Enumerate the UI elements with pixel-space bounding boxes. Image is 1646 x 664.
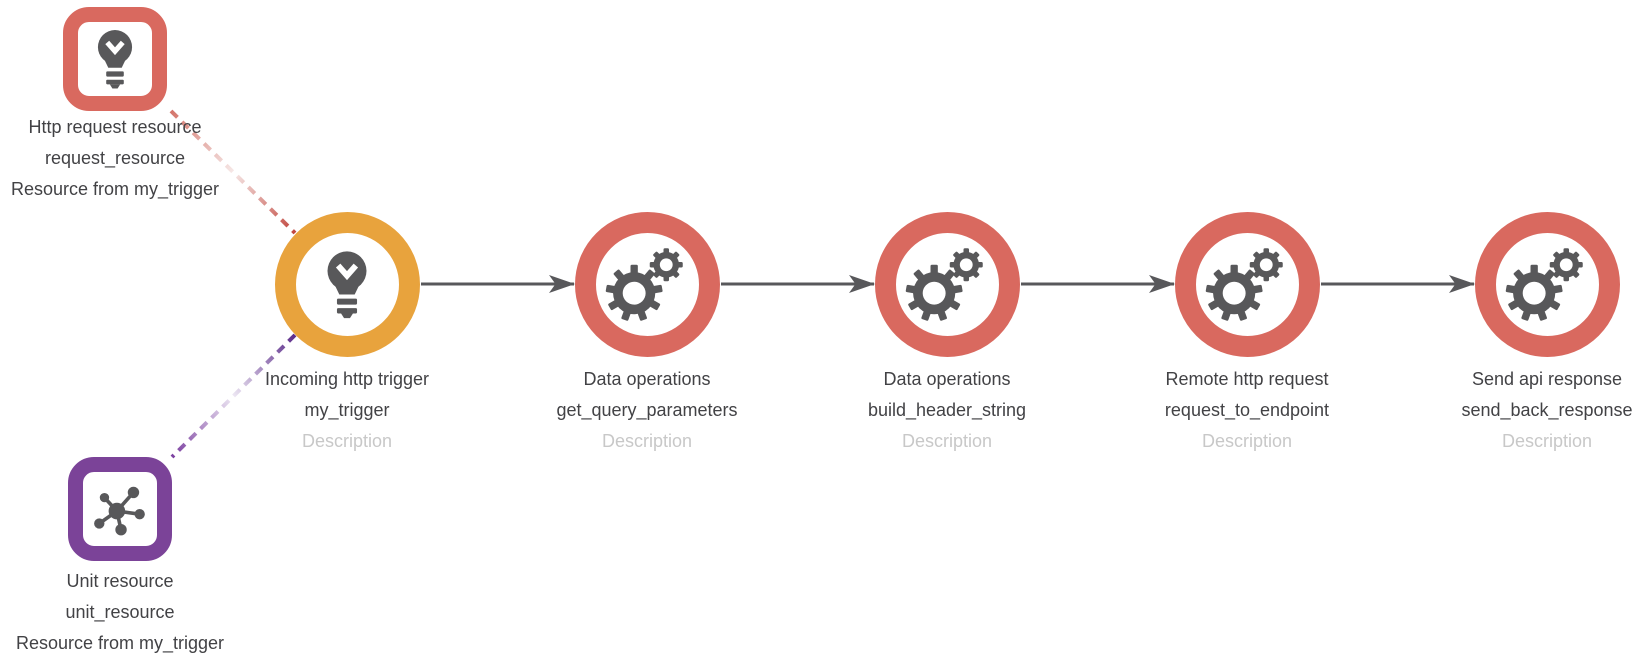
node-get-query-parameters[interactable] [574,211,720,357]
resource-subtitle: Resource from my_trigger [15,633,225,653]
node-name: get_query_parameters [556,400,738,420]
network-icon [94,486,145,536]
lightbulb-icon [97,30,133,89]
node-description: Description [1501,431,1593,451]
node-get-query-parameters-labels: Data operations get_query_parameters Des… [507,364,787,457]
node-title: Remote http request [1165,369,1329,389]
resource-http-request-labels: Http request resource request_resource R… [0,112,255,205]
resource-title: Unit resource [66,571,174,591]
node-name: my_trigger [304,400,390,420]
resource-unit[interactable] [68,457,172,561]
node-description: Description [1201,431,1293,451]
node-name: request_to_endpoint [1164,400,1330,420]
node-request-to-endpoint-labels: Remote http request request_to_endpoint … [1107,364,1387,457]
resource-http-request[interactable] [63,7,167,111]
gears-icon [1505,248,1583,321]
node-description: Description [301,431,393,451]
gears-icon [905,248,983,321]
gears-icon [1205,248,1283,321]
resource-subtitle: Resource from my_trigger [10,179,220,199]
resource-title: Http request resource [28,117,202,137]
node-title: Data operations [883,369,1011,389]
resource-name: request_resource [44,148,186,168]
node-title: Send api response [1471,369,1623,389]
node-title: Incoming http trigger [264,369,430,389]
node-request-to-endpoint[interactable] [1174,211,1320,357]
node-name: build_header_string [867,400,1027,420]
node-description: Description [601,431,693,451]
edge-trigger-to-unit-resource [170,333,297,459]
resource-unit-labels: Unit resource unit_resource Resource fro… [0,566,260,659]
lightbulb-icon [327,250,367,318]
node-build-header-string-labels: Data operations build_header_string Desc… [807,364,1087,457]
gears-icon [605,248,683,321]
edge-request-resource-to-trigger [169,109,297,235]
node-build-header-string[interactable] [874,211,1020,357]
node-my-trigger-labels: Incoming http trigger my_trigger Descrip… [207,364,487,457]
node-title: Data operations [583,369,711,389]
node-my-trigger[interactable] [274,211,420,357]
node-name: send_back_response [1461,400,1633,420]
node-description: Description [901,431,993,451]
resource-name: unit_resource [65,602,175,622]
node-send-back-response[interactable] [1474,211,1620,357]
node-send-back-response-labels: Send api response send_back_response Des… [1407,364,1646,457]
